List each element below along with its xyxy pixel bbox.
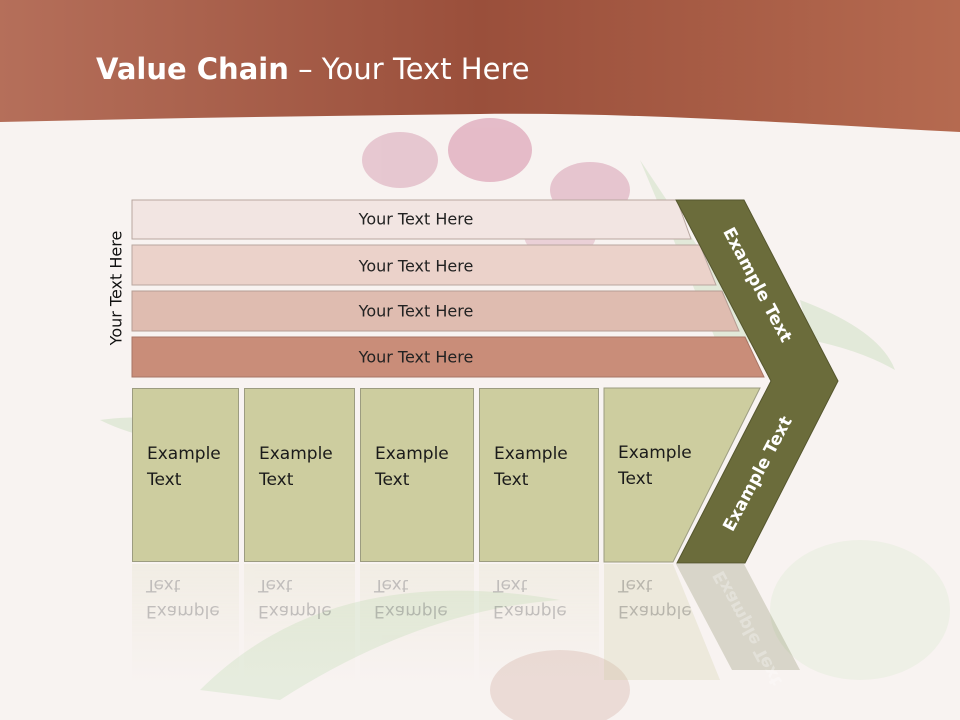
band-3-label: Your Text Here [358,301,474,321]
value-box-2-line1: Example [259,444,333,464]
value-box-3-line2: Text [375,470,410,490]
value-box-4-line1: Example [494,444,568,464]
slide-title: Value Chain – Your Text Here [96,52,530,86]
value-box-1: Example Text [132,388,239,562]
band-1-label: Your Text Here [358,209,474,229]
value-box-2: Example Text [244,388,355,562]
value-box-5-line2: Text [618,469,653,489]
band-2 [131,244,717,286]
value-box-4-line2: Text [494,470,529,490]
value-box-5-line1: Example [618,443,692,463]
title-bold: Value Chain [96,52,289,86]
value-box-2-line2: Text [259,470,294,490]
band-2-label: Your Text Here [358,256,474,276]
value-box-5: Example Text [604,388,704,562]
header-band [0,0,960,132]
band-1 [131,199,692,240]
title-rest: – Your Text Here [288,52,530,86]
value-box-4: Example Text [479,388,599,562]
band-3 [131,290,740,332]
chevron-arrow [675,199,839,564]
band-4-label: Your Text Here [358,347,474,367]
value-box-5-shape [603,387,761,563]
value-box-1-line2: Text [147,470,182,490]
value-box-3: Example Text [360,388,474,562]
side-label: Your Text Here [106,230,126,346]
band-4 [131,336,765,378]
value-box-1-line1: Example [147,444,221,464]
value-box-3-line1: Example [375,444,449,464]
